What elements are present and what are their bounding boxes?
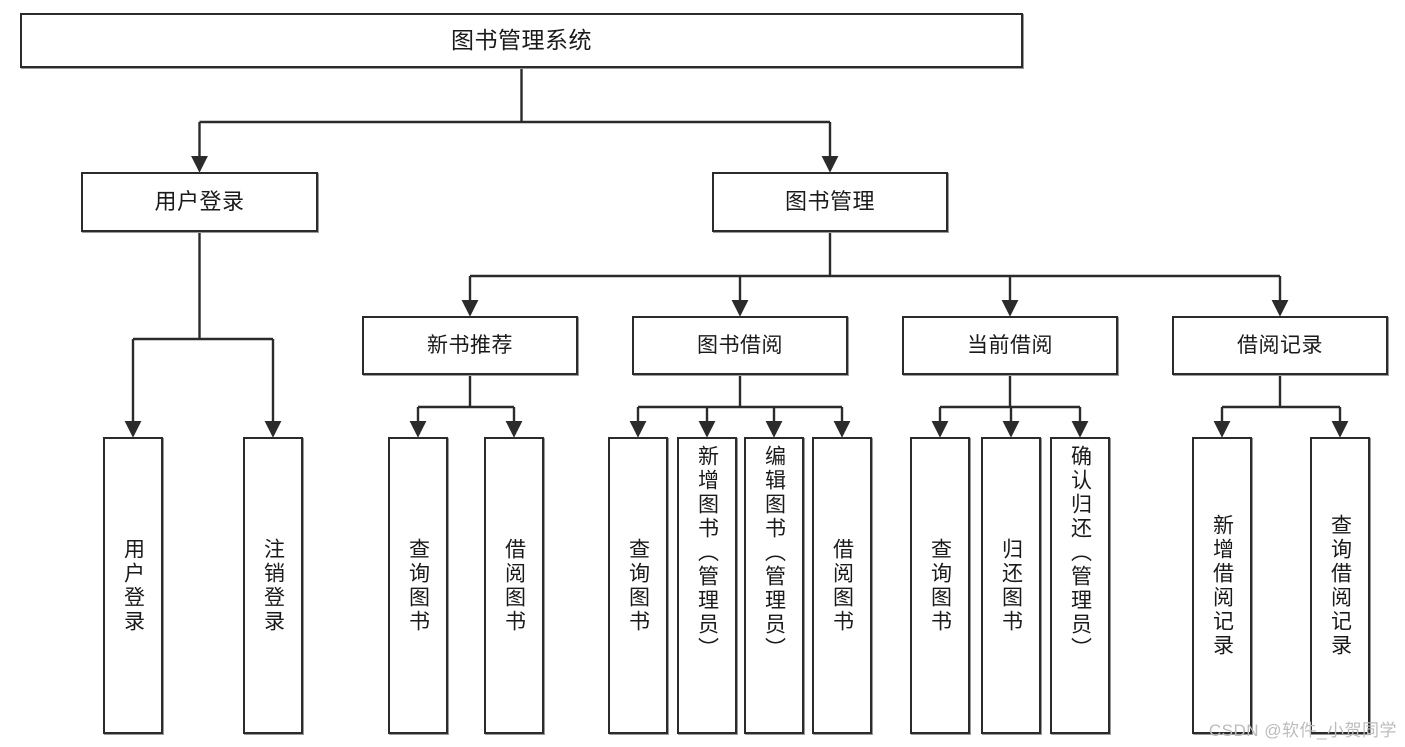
node-label: 查询图书 — [406, 537, 430, 634]
node-label: 用户登录 — [154, 188, 245, 214]
node-book-mgmt[interactable]: 图书管理 — [712, 172, 948, 232]
node-user-login[interactable]: 用户登录 — [81, 172, 318, 232]
node-label: 图书管理 — [784, 188, 875, 214]
node-leaf-7[interactable]: 编辑图书（管理员） — [744, 437, 804, 734]
node-leaf-9[interactable]: 查询图书 — [910, 437, 970, 734]
node-leaf-2[interactable]: 注销登录 — [243, 437, 303, 734]
node-leaf-8[interactable]: 借阅图书 — [812, 437, 872, 734]
node-label: 注销登录 — [261, 537, 285, 634]
node-label: 新增借阅记录 — [1210, 513, 1234, 658]
node-label: 用户登录 — [121, 537, 145, 634]
watermark-text: CSDN @软件_小贺同学 — [1208, 721, 1397, 740]
node-label: 新增图书（管理员） — [695, 445, 719, 661]
node-leaf-6[interactable]: 新增图书（管理员） — [677, 437, 737, 734]
node-root[interactable]: 图书管理系统 — [20, 13, 1023, 68]
node-label: 新书推荐 — [427, 333, 513, 357]
node-new-rec[interactable]: 新书推荐 — [362, 316, 578, 375]
node-label: 确认归还（管理员） — [1068, 445, 1092, 661]
node-leaf-12[interactable]: 新增借阅记录 — [1192, 437, 1252, 734]
node-leaf-11[interactable]: 确认归还（管理员） — [1050, 437, 1110, 734]
node-label: 归还图书 — [999, 537, 1023, 634]
node-leaf-5[interactable]: 查询图书 — [608, 437, 668, 734]
node-leaf-13[interactable]: 查询借阅记录 — [1310, 437, 1370, 734]
node-label: 查询借阅记录 — [1328, 513, 1352, 658]
node-label: 查询图书 — [928, 537, 952, 634]
node-borrow-log[interactable]: 借阅记录 — [1172, 316, 1388, 375]
node-label: 借阅记录 — [1237, 333, 1323, 357]
node-label: 借阅图书 — [830, 537, 854, 634]
node-label: 当前借阅 — [967, 333, 1053, 357]
node-leaf-3[interactable]: 查询图书 — [388, 437, 448, 734]
node-leaf-1[interactable]: 用户登录 — [103, 437, 163, 734]
node-leaf-10[interactable]: 归还图书 — [981, 437, 1041, 734]
node-label: 图书管理系统 — [451, 26, 592, 53]
node-label: 编辑图书（管理员） — [762, 445, 786, 661]
node-label: 图书借阅 — [697, 333, 783, 357]
node-cur-borrow[interactable]: 当前借阅 — [902, 316, 1118, 375]
node-label: 借阅图书 — [502, 537, 526, 634]
node-leaf-4[interactable]: 借阅图书 — [484, 437, 544, 734]
node-label: 查询图书 — [626, 537, 650, 634]
node-book-borrow[interactable]: 图书借阅 — [632, 316, 848, 375]
